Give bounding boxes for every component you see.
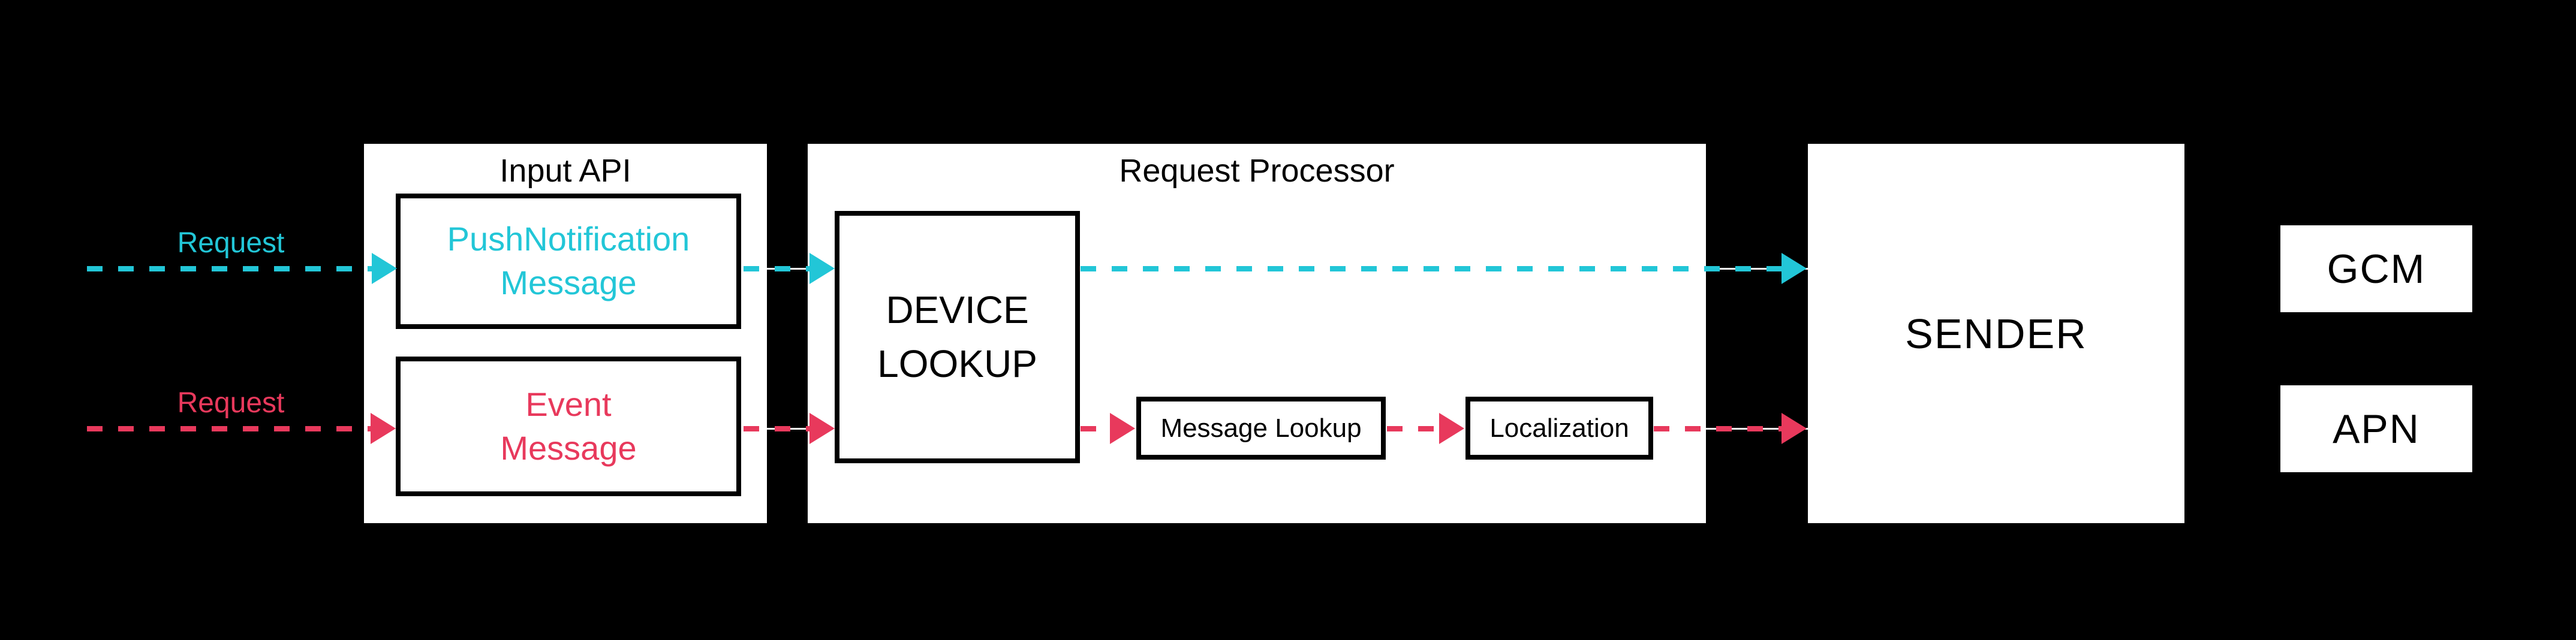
request-label-push: Request [177, 227, 285, 259]
device-lookup-label-line2: LOOKUP [877, 342, 1037, 385]
red-arrowhead-icon-incoming [371, 413, 396, 444]
node-event-message: Event Message [396, 357, 741, 496]
red-dashed-line-incoming [87, 426, 372, 431]
node-localization: Localization [1465, 397, 1653, 460]
red-arrowhead-icon-to-message-lookup [1110, 413, 1135, 444]
cyan-dashed-line-to-device-lookup [744, 266, 809, 271]
push-notification-label-line1: PushNotification [447, 220, 690, 258]
panel-title-request-processor: Request Processor [1119, 153, 1395, 189]
cyan-dashed-line-incoming [87, 266, 373, 271]
device-lookup-label-line1: DEVICE [886, 288, 1029, 331]
cyan-arrowhead-icon-to-sender [1781, 253, 1807, 284]
red-arrowhead-icon-to-localization [1439, 413, 1464, 444]
red-arrowhead-icon-to-device-lookup [809, 413, 835, 444]
node-push-notification-message: PushNotification Message [396, 194, 741, 329]
red-arrowhead-icon-to-sender [1781, 413, 1807, 444]
cyan-arrowhead-icon-incoming [372, 253, 397, 284]
sender-label: SENDER [1905, 310, 2087, 357]
message-lookup-label: Message Lookup [1160, 413, 1362, 443]
request-label-event: Request [177, 387, 285, 419]
cyan-arrowhead-icon-to-device-lookup [809, 253, 835, 284]
gcm-label: GCM [2327, 246, 2426, 292]
node-gcm: GCM [2280, 225, 2472, 312]
red-dashed-line-to-device-lookup [744, 426, 809, 431]
cyan-dashed-line-to-sender [1081, 266, 1781, 271]
localization-label: Localization [1489, 413, 1629, 443]
panel-title-input-api: Input API [499, 153, 631, 189]
red-dashed-line-to-message-lookup [1081, 426, 1111, 431]
push-notification-label-line2: Message [500, 264, 637, 301]
event-message-label-line1: Event [525, 385, 612, 423]
node-message-lookup: Message Lookup [1136, 397, 1386, 460]
node-device-lookup: DEVICE LOOKUP [835, 211, 1080, 463]
panel-sender: SENDER [1808, 144, 2184, 523]
event-message-label-line2: Message [500, 428, 637, 467]
apn-label: APN [2333, 406, 2420, 452]
red-dashed-line-to-sender [1654, 426, 1781, 431]
red-dashed-line-to-localization [1387, 426, 1440, 431]
node-apn: APN [2280, 385, 2472, 472]
